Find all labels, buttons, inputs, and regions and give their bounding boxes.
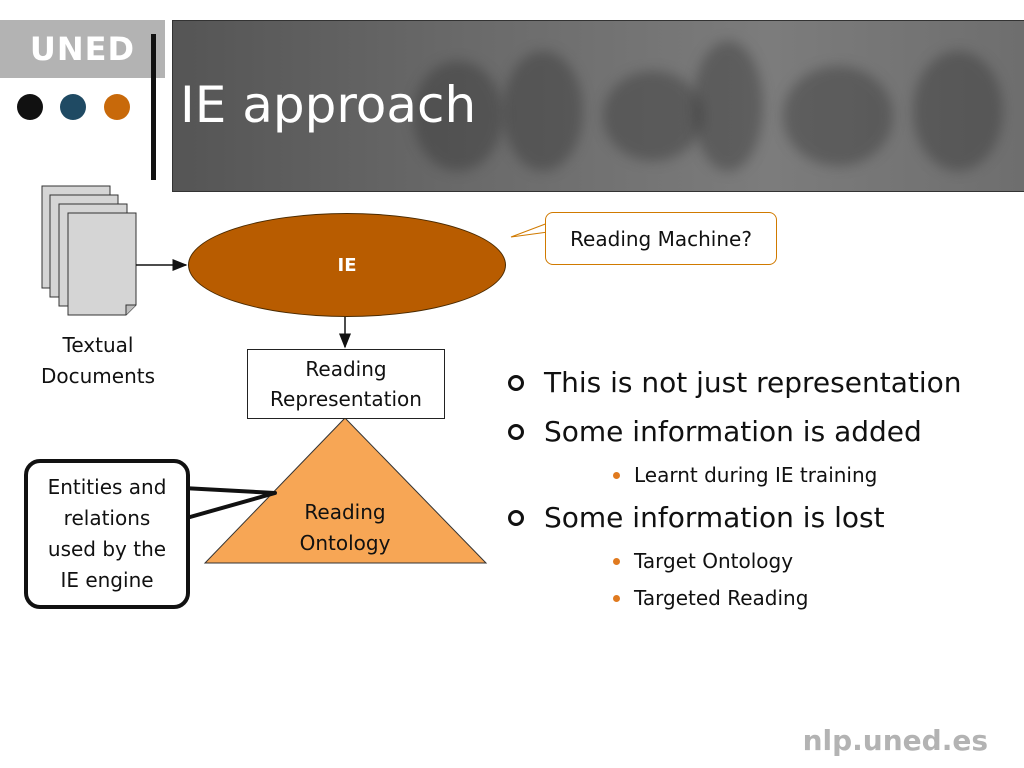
blue-dot-icon — [60, 94, 86, 120]
bullet-text: Some information is added — [544, 415, 922, 448]
reading-machine-callout: Reading Machine? — [545, 212, 777, 265]
logo-text: UNED — [29, 30, 136, 68]
entities-callout-line: IE engine — [60, 568, 154, 592]
orange-dot-icon — [104, 94, 130, 120]
reading-machine-callout-text: Reading Machine? — [570, 226, 752, 251]
header-banner-photo — [172, 20, 1024, 192]
bullet-item: This is not just representation — [508, 366, 962, 399]
black-dot-icon — [17, 94, 43, 120]
sub-bullet-item: Targeted Reading — [613, 586, 809, 610]
hollow-circle-bullet-icon — [508, 374, 524, 391]
documents-label: Textual Documents — [36, 330, 160, 392]
ie-node: IE — [188, 213, 506, 317]
sub-bullet-text: Learnt during IE training — [634, 463, 878, 487]
documents-icon — [41, 185, 137, 316]
ontology-label-line2: Ontology — [299, 531, 391, 555]
uned-logo: UNED — [0, 20, 165, 78]
footer-url: nlp.uned.es — [802, 724, 988, 757]
ontology-triangle — [203, 417, 488, 564]
ontology-label: Reading Ontology — [275, 497, 415, 559]
ie-node-label: IE — [337, 254, 357, 276]
orange-dot-bullet-icon — [613, 595, 620, 602]
orange-dot-bullet-icon — [613, 558, 620, 565]
sub-bullet-item: Target Ontology — [613, 549, 794, 573]
header-divider — [151, 34, 156, 180]
entities-callout-line: relations — [63, 506, 151, 530]
documents-label-line1: Textual — [62, 333, 134, 357]
bullet-text: Some information is lost — [544, 501, 885, 534]
sub-bullet-text: Target Ontology — [634, 549, 794, 573]
representation-label-line1: Reading — [305, 357, 387, 381]
slide-title: IE approach — [180, 76, 477, 134]
reading-machine-callout-tail — [510, 222, 549, 238]
entities-callout-line: used by the — [47, 537, 167, 561]
bullet-item: Some information is lost — [508, 501, 885, 534]
documents-label-line2: Documents — [40, 364, 156, 388]
representation-label-line2: Representation — [270, 387, 422, 411]
bullet-item: Some information is added — [508, 415, 922, 448]
ontology-label-line1: Reading — [304, 500, 386, 524]
entities-callout-line: Entities and — [47, 475, 167, 499]
sub-bullet-text: Targeted Reading — [634, 586, 809, 610]
orange-dot-bullet-icon — [613, 472, 620, 479]
hollow-circle-bullet-icon — [508, 423, 524, 440]
entities-callout: Entities and relations used by the IE en… — [24, 459, 190, 609]
reading-representation-node: Reading Representation — [247, 349, 445, 419]
bullet-text: This is not just representation — [544, 366, 962, 399]
hollow-circle-bullet-icon — [508, 509, 524, 526]
entities-callout-tail — [182, 486, 277, 521]
sub-bullet-item: Learnt during IE training — [613, 463, 878, 487]
